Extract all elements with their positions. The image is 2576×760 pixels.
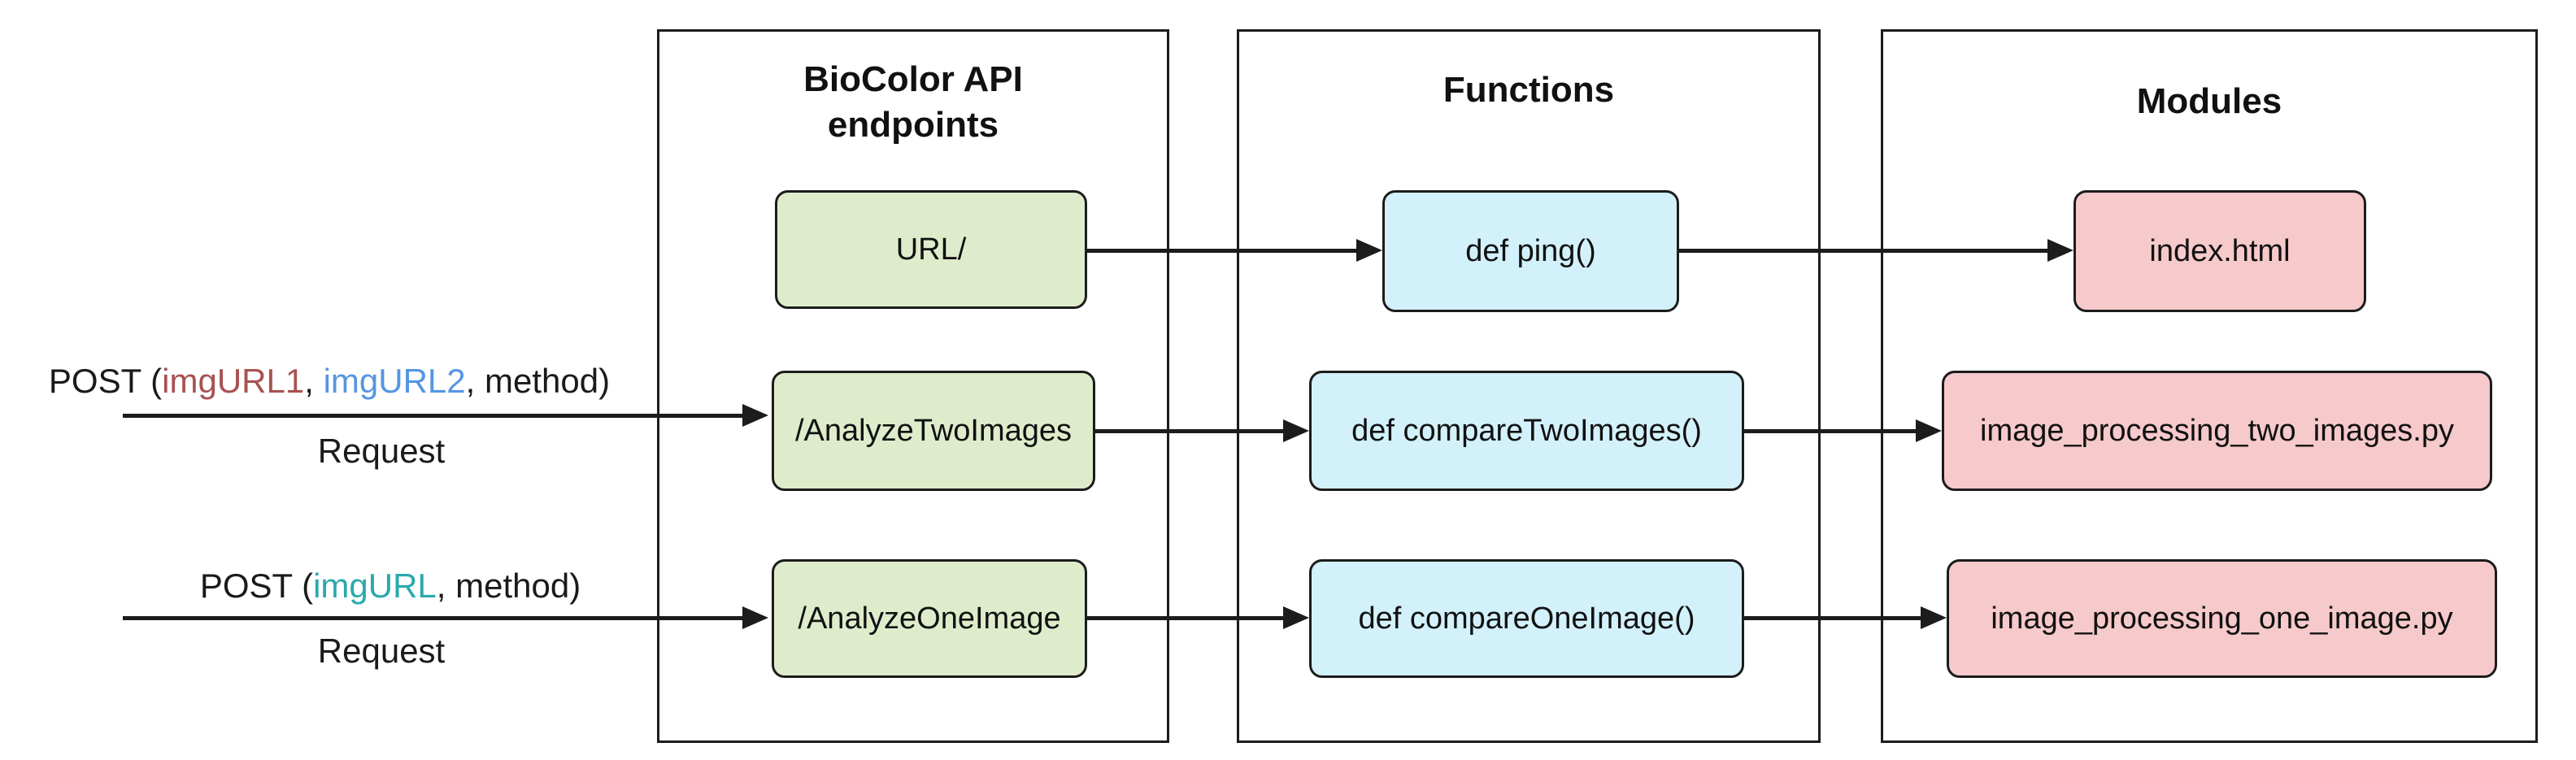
arrowhead-url-to-ping [1356,239,1382,262]
request-one-image-caption: Request [317,632,446,670]
arrow-function-to-module-two [1744,429,1919,433]
function-compare-one-image-box: def compareOneImage() [1309,559,1744,678]
modules-title: Modules [2136,81,2282,121]
arrow-request-one-image [123,616,742,620]
arrowhead-request-one-image [742,606,768,629]
endpoint-analyze-one-image-box: /AnalyzeOneImage [772,559,1087,678]
comma-separator: , [304,362,324,400]
function-ping-box: def ping() [1382,190,1679,312]
arrowhead-endpoint-to-compare-two [1283,419,1309,442]
functions-title: Functions [1442,70,1615,110]
img-url1-param: imgURL1 [162,362,305,400]
arrow-ping-to-index [1679,249,2051,253]
module-index-html-box: index.html [2073,190,2366,312]
post-one-image-label: POST (imgURL, method) [77,568,703,604]
post-two-images-label: POST (imgURL1, imgURL2, method) [16,363,642,399]
method-param: , method) [436,567,581,605]
method-param: , method) [465,362,611,400]
post-keyword: POST ( [199,567,314,605]
img-url-param: imgURL [313,567,437,605]
post-keyword: POST ( [48,362,163,400]
endpoint-url-box: URL/ [775,190,1087,309]
arrow-url-to-ping [1087,249,1360,253]
endpoints-title: BioColor API endpoints [803,59,1023,145]
arrow-request-two-images [123,414,742,418]
module-processing-two-images-box: image_processing_two_images.py [1942,371,2492,491]
img-url2-param: imgURL2 [323,362,466,400]
request-two-images-caption: Request [317,432,446,470]
function-compare-two-images-box: def compareTwoImages() [1309,371,1744,491]
arrow-function-to-module-one [1744,616,1924,620]
arrowhead-request-two-images [742,404,768,427]
endpoint-analyze-two-images-box: /AnalyzeTwoImages [772,371,1095,491]
arrowhead-ping-to-index [2047,239,2073,262]
arrowhead-function-to-module-one [1921,606,1947,629]
arrowhead-function-to-module-two [1916,419,1942,442]
module-processing-one-image-box: image_processing_one_image.py [1947,559,2497,678]
arrow-endpoint-to-compare-two [1095,429,1286,433]
arrow-endpoint-to-compare-one [1087,616,1286,620]
arrowhead-endpoint-to-compare-one [1283,606,1309,629]
